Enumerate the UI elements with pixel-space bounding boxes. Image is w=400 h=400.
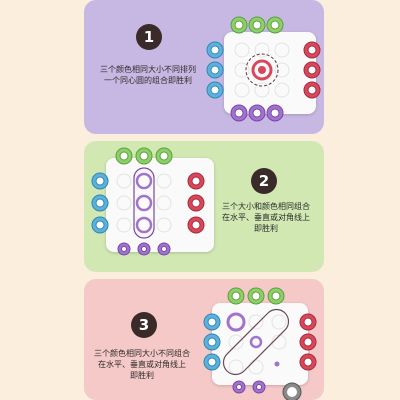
step-3-caption-line-1: 三个颜色相同大小不同组合: [94, 349, 190, 358]
red-pieces: [187, 172, 205, 234]
board-slots: [116, 173, 172, 233]
highlight-dashed-ring: [245, 53, 279, 87]
step-1-caption: 三个颜色相同大小不同排列 一个同心圆的组合即胜利: [86, 64, 210, 86]
step-3-caption: 三个颜色相同大小不同组合 在水平、垂直或对角线上 即胜利: [86, 348, 198, 381]
green-pieces: [115, 147, 173, 165]
diagonal-highlight-outline: [222, 308, 290, 376]
extra-gray-piece: [282, 382, 302, 400]
step-3-board-pieces: [203, 287, 317, 400]
diagonal-purple-pieces: [226, 312, 280, 367]
purple-pieces-bottom: [232, 380, 266, 394]
step-2-caption: 三个大小和颜色相同组合 在水平、垂直或对角线上 即胜利: [210, 201, 322, 234]
step-2-caption-line-2: 在水平、垂直或对角线上: [222, 213, 310, 222]
step-1-number-badge: 1: [136, 24, 162, 50]
vertical-highlight-outline: [133, 167, 155, 239]
step-3-number-badge: 3: [131, 312, 157, 338]
step-2-board-pieces: [91, 147, 205, 256]
step-1-caption-line-2: 一个同心圆的组合即胜利: [104, 76, 192, 85]
blue-pieces: [203, 313, 221, 371]
purple-pieces: [117, 242, 171, 256]
step-1-caption-line-1: 三个颜色相同大小不同排列: [100, 65, 196, 74]
step-2-caption-line-1: 三个大小和颜色相同组合: [222, 202, 310, 211]
board-slots: [234, 42, 290, 98]
blue-pieces: [206, 41, 224, 99]
purple-pieces: [230, 104, 284, 122]
concentric-red-pieces: [251, 59, 273, 81]
step-3-caption-line-2: 在水平、垂直或对角线上: [98, 360, 186, 369]
red-pieces: [299, 313, 317, 371]
blue-pieces: [91, 172, 109, 234]
step-1-panel: 1 三个颜色相同大小不同排列 一个同心圆的组合即胜利: [84, 0, 324, 134]
step-1-board-pieces: [206, 16, 321, 122]
green-pieces: [227, 287, 285, 305]
red-pieces: [303, 41, 321, 99]
step-3-caption-line-3: 即胜利: [130, 371, 154, 380]
step-3-panel: 3 三个颜色相同大小不同组合 在水平、垂直或对角线上 即胜利: [84, 279, 324, 400]
step-2-caption-line-3: 即胜利: [254, 224, 278, 233]
step-2-number-badge: 2: [251, 168, 277, 194]
green-pieces: [230, 16, 284, 34]
vertical-purple-pieces: [135, 172, 153, 234]
step-2-panel: 2 三个大小和颜色相同组合 在水平、垂直或对角线上 即胜利: [84, 141, 324, 272]
